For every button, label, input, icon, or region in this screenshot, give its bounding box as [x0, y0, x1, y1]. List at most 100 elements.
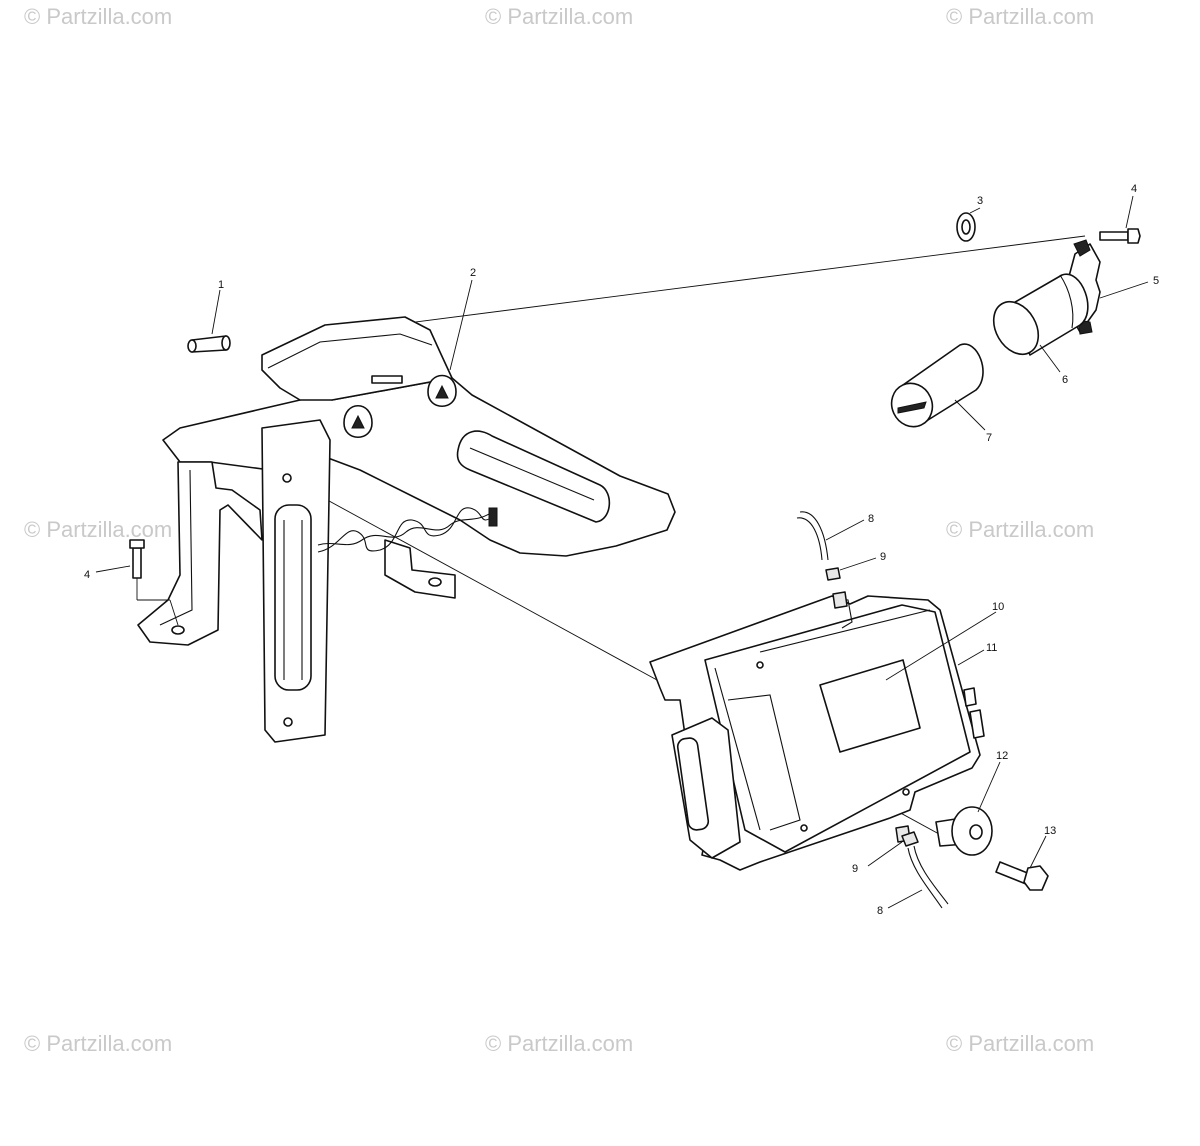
pin-body [191, 335, 227, 353]
watermark-bottom-right: © Partzilla.com [946, 1031, 1095, 1056]
callout-1: 1 [218, 279, 224, 291]
spacer [935, 806, 993, 856]
callout-11: 11 [986, 642, 997, 654]
leader-4-left [95, 565, 131, 573]
wire-top-2 [796, 517, 823, 561]
ecu-grommet-top [832, 591, 848, 609]
bolt-bottom-right [995, 861, 1049, 891]
cylinder [992, 273, 1089, 356]
bracket-channel-inner [469, 447, 595, 501]
bracket-tab-fold [267, 333, 433, 369]
callout-9-bottom: 9 [852, 863, 858, 875]
bracket-small-foot-hole [428, 577, 442, 587]
twisted-wire-2 [317, 509, 496, 546]
ecu-back-line [759, 609, 931, 653]
bracket-hole-top [282, 473, 292, 483]
washer-inner [961, 219, 971, 235]
leader-8-top [825, 519, 865, 541]
callout-2: 2 [470, 267, 476, 279]
callout-3: 3 [977, 195, 983, 207]
callout-5: 5 [1153, 275, 1159, 287]
bolt-bottom-head [1023, 865, 1049, 891]
callout-12: 12 [996, 750, 1008, 762]
callout-7: 7 [986, 432, 992, 444]
watermark-top-right: © Partzilla.com [946, 4, 1095, 29]
bracket-lug-right-hole [435, 384, 449, 399]
callout-8-top: 8 [868, 513, 874, 525]
main-bracket [137, 316, 676, 743]
wire-bottom-2 [913, 845, 949, 905]
leader-7 [954, 399, 986, 431]
cylinder-band [1059, 274, 1074, 329]
bracket-leg-slot-inner [283, 520, 303, 680]
washer [956, 212, 976, 242]
twisted-wire [317, 507, 496, 553]
leader-2 [449, 279, 473, 371]
callout-6: 6 [1062, 374, 1068, 386]
ecu-connector-port [676, 737, 710, 831]
leader-10 [885, 611, 997, 681]
bracket-leg-slot [274, 504, 312, 691]
watermark-top-left: © Partzilla.com [24, 4, 173, 29]
leader-3 [969, 207, 981, 214]
leader-8-bottom [887, 889, 923, 909]
leader-12 [977, 761, 1001, 813]
callout-4-right: 4 [1131, 183, 1137, 195]
cylinder-face [992, 300, 1040, 356]
alignment-line-2-to-4 [329, 235, 1086, 334]
bracket-plate [162, 377, 676, 557]
ecu-label-plate [819, 659, 921, 753]
nut-bottom [901, 831, 919, 847]
bracket-hole-bottom [283, 717, 293, 727]
bolt-left-guide-3 [169, 599, 179, 626]
leader-4-right [1125, 195, 1134, 229]
spacer-hole [969, 824, 983, 840]
clamp-tab [1073, 239, 1091, 257]
bracket-rear-leg [137, 461, 263, 646]
wire-connector [488, 507, 498, 527]
bracket-rear-leg-edge [159, 469, 193, 626]
ecu-hole-1 [756, 661, 764, 669]
watermark-mid-right: © Partzilla.com [946, 517, 1095, 542]
pin-end [187, 339, 197, 353]
ecu-side-tab [963, 687, 977, 707]
bracket-small-foot [384, 539, 456, 599]
bolt-left [129, 539, 179, 626]
pin-end-2 [221, 335, 231, 351]
capacitor [890, 343, 984, 428]
pin [187, 335, 231, 353]
leader-9-bottom [867, 841, 903, 867]
ecu-side-tab-2 [969, 709, 985, 739]
bracket-tab-slot [371, 375, 403, 384]
bolt-right-shank [1099, 231, 1129, 241]
watermark-bottom-left: © Partzilla.com [24, 1031, 173, 1056]
wire-top [799, 511, 829, 561]
ecu-side-line-2 [727, 694, 801, 831]
leader-1 [211, 289, 221, 335]
callout-13: 13 [1044, 825, 1056, 837]
bracket-rear-foot-hole [171, 625, 185, 635]
callout-10: 10 [992, 601, 1004, 613]
bolt-left-shank [132, 547, 142, 579]
bracket-channel [456, 430, 611, 523]
callout-8-bottom: 8 [877, 905, 883, 917]
bracket-top-tab [261, 316, 453, 401]
callouts: 1 2 3 4 4 5 6 7 8 9 10 11 12 13 9 8 [84, 183, 1159, 917]
leader-13 [1029, 835, 1047, 869]
capacitor-lead [897, 401, 927, 414]
watermark-top-center: © Partzilla.com [485, 4, 634, 29]
watermark-mid-left: © Partzilla.com [24, 517, 173, 542]
leader-9-top [839, 557, 877, 571]
bolt-left-head [129, 539, 145, 549]
callout-4-left: 4 [84, 569, 90, 581]
bracket-lug-left-hole [351, 414, 365, 429]
watermark-bottom-center: © Partzilla.com [485, 1031, 634, 1056]
ecu-module [649, 591, 985, 871]
callout-9-top: 9 [880, 551, 886, 563]
ecu-side-line [714, 667, 761, 831]
leader-11 [957, 649, 985, 666]
leader-lines [95, 195, 1149, 909]
bolt-right-head [1127, 228, 1141, 244]
bolt-right [1099, 228, 1141, 244]
